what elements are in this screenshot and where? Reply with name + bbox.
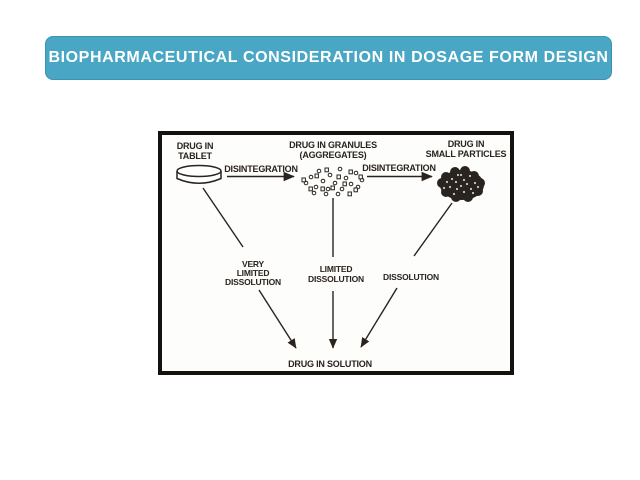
- particles-icon: [437, 166, 485, 202]
- particles-label-line2: SMALL PARTICLES: [426, 149, 507, 159]
- very-limited-dissolution-line1: VERY: [242, 259, 265, 269]
- limited-dissolution-line2: DISSOLUTION: [308, 274, 364, 284]
- dissolution-label: DISSOLUTION: [383, 272, 439, 282]
- tablet-label-line1: DRUG IN: [177, 141, 214, 151]
- very-limited-dissolution-line2: LIMITED: [237, 268, 270, 278]
- title-banner: BIOPHARMACEUTICAL CONSIDERATION IN DOSAG…: [45, 36, 612, 80]
- granules-icon: [301, 166, 365, 197]
- dissolution-arrow: [360, 287, 398, 348]
- slide-title: BIOPHARMACEUTICAL CONSIDERATION IN DOSAG…: [48, 49, 609, 66]
- tablet-label-line2: TABLET: [178, 151, 212, 161]
- disintegration2-label: DISINTEGRATION: [362, 163, 436, 173]
- granules-label-line2: (AGGREGATES): [300, 150, 367, 160]
- particles-to-label-line: [413, 202, 453, 257]
- particles-label-line1: DRUG IN: [448, 139, 485, 149]
- disintegration1-label: DISINTEGRATION: [224, 164, 298, 174]
- very-limited-dissolution-line3: DISSOLUTION: [225, 277, 281, 287]
- dosage-form-diagram: DRUG IN TABLET DISINTEGRATION DRUG IN GR…: [158, 131, 514, 375]
- granules-label-line1: DRUG IN GRANULES: [289, 140, 377, 150]
- tablet-to-label-line: [202, 187, 244, 248]
- tablet-icon: [176, 164, 222, 184]
- very-limited-arrow: [258, 289, 297, 349]
- solution-label: DRUG IN SOLUTION: [288, 359, 372, 369]
- diagram-svg: DRUG IN TABLET DISINTEGRATION DRUG IN GR…: [158, 131, 514, 375]
- limited-dissolution-line1: LIMITED: [320, 264, 353, 274]
